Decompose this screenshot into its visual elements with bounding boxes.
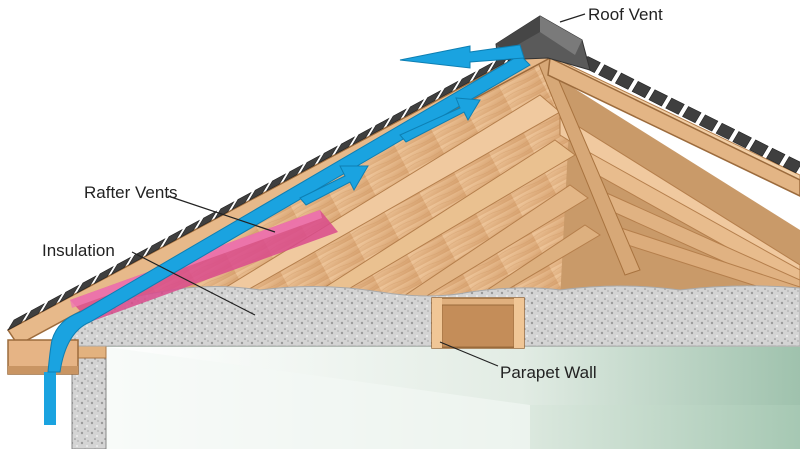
shingle-tab bbox=[438, 80, 459, 100]
shingle-tab bbox=[179, 219, 201, 239]
callout-lines bbox=[131, 13, 586, 367]
shingle-tab bbox=[782, 156, 800, 174]
parapet-wall-structure bbox=[431, 297, 525, 349]
shingle-tab bbox=[76, 275, 97, 294]
shingle-tab bbox=[665, 97, 685, 115]
shingle-tab bbox=[420, 89, 442, 109]
shingle-tab bbox=[369, 117, 390, 137]
shingles bbox=[7, 43, 800, 331]
callout-labels: Roof Vent Rafter Vents Insulation Parape… bbox=[42, 5, 663, 382]
shingle-tab bbox=[265, 173, 287, 192]
rafter-vents-label: Rafter Vents bbox=[84, 183, 178, 202]
shingle-tab bbox=[162, 228, 183, 248]
shingle-tab bbox=[715, 122, 736, 140]
shingle-tab bbox=[631, 81, 652, 99]
parapet-wall-label: Parapet Wall bbox=[500, 363, 597, 382]
shingle-tab bbox=[749, 139, 769, 157]
shingle-tab bbox=[196, 210, 218, 229]
insulation-label: Insulation bbox=[42, 241, 115, 260]
shingle-tab bbox=[317, 145, 338, 164]
shingle-tab bbox=[598, 64, 618, 82]
shingle-tab bbox=[386, 108, 407, 127]
rafter-vents-leader bbox=[167, 195, 276, 233]
shingle-tab bbox=[93, 265, 114, 285]
shingle-tab bbox=[300, 154, 321, 174]
shingle-tab bbox=[766, 147, 786, 165]
shingle-tab bbox=[403, 99, 425, 118]
shingle-tab bbox=[145, 238, 166, 257]
parapet-wall-leader bbox=[439, 341, 499, 367]
roof-vent-label: Roof Vent bbox=[588, 5, 663, 24]
shingle-tab bbox=[7, 312, 28, 331]
shingle-tab bbox=[24, 303, 45, 322]
shingle-tab bbox=[351, 126, 373, 146]
shingle-tab bbox=[334, 136, 356, 155]
roof-vent-leader bbox=[559, 13, 586, 23]
shingle-tab bbox=[648, 89, 668, 107]
shingle-tab bbox=[698, 114, 719, 132]
shingle-tab bbox=[110, 256, 132, 276]
shingle-tab bbox=[455, 71, 476, 90]
airflow-arrow-icon bbox=[44, 44, 531, 425]
shingle-tab bbox=[682, 106, 702, 124]
shingle-tab bbox=[472, 62, 494, 81]
ceiling-section bbox=[100, 345, 800, 449]
shingle-tab bbox=[41, 293, 63, 313]
shingle-tab bbox=[248, 182, 270, 202]
insulation-leader bbox=[131, 251, 256, 316]
shingle-tab bbox=[614, 72, 635, 90]
shingle-tab bbox=[732, 131, 752, 149]
shingle-tab bbox=[127, 247, 149, 266]
shingle-tab bbox=[231, 191, 252, 211]
shingle-tab bbox=[282, 164, 304, 183]
shingle-tab bbox=[58, 284, 80, 303]
